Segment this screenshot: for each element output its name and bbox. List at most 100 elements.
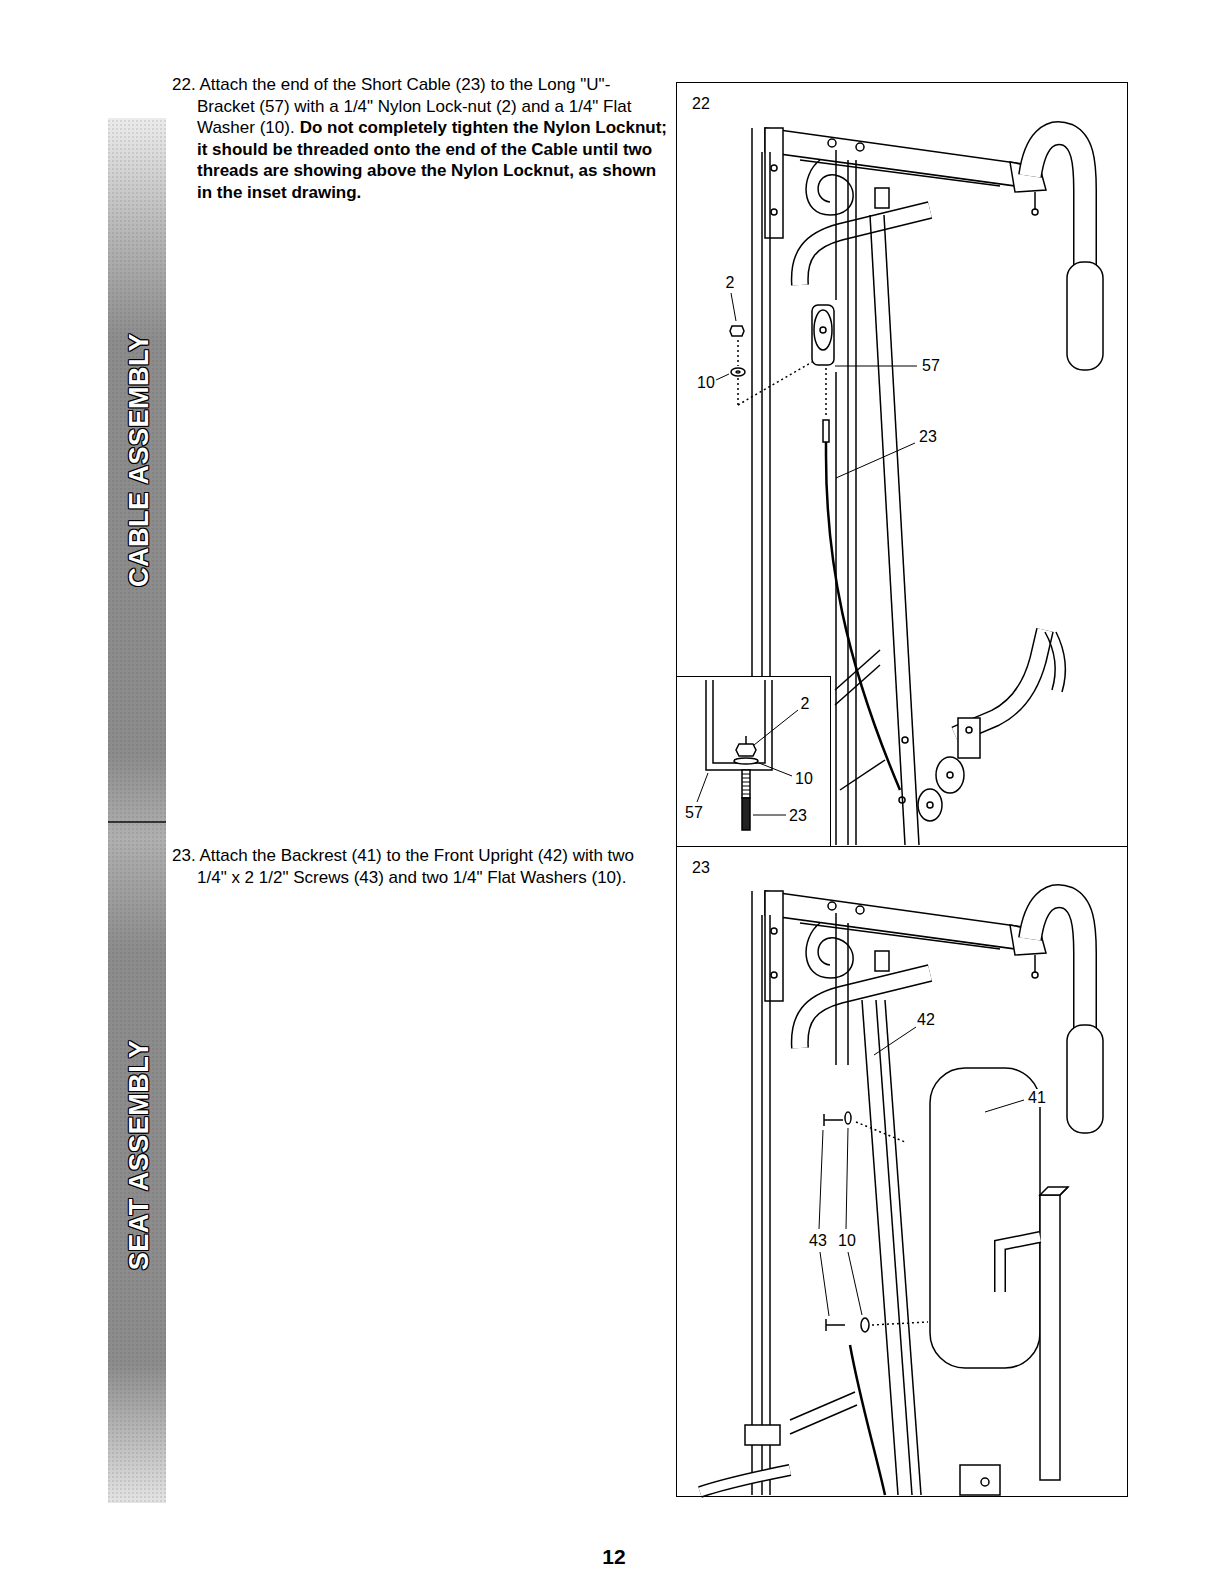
line-art bbox=[960, 1465, 1000, 1495]
line-art bbox=[716, 374, 729, 380]
callout-number: 23 bbox=[918, 428, 938, 446]
line-art bbox=[870, 215, 905, 845]
line-art bbox=[730, 326, 744, 336]
line-art bbox=[734, 758, 758, 764]
line-art bbox=[823, 420, 829, 442]
line-art bbox=[848, 1252, 862, 1315]
line-art bbox=[800, 160, 1000, 186]
line-art bbox=[845, 1112, 851, 1124]
line-art bbox=[738, 362, 812, 405]
section-tab: SEAT ASSEMBLY bbox=[124, 1040, 155, 1271]
callout-number: 57 bbox=[684, 804, 704, 822]
halftone bbox=[108, 118, 166, 1503]
line-art bbox=[806, 160, 853, 215]
line-art bbox=[899, 797, 905, 803]
line-art bbox=[1045, 632, 1055, 690]
line-art bbox=[1040, 1187, 1068, 1195]
line-art bbox=[824, 1119, 843, 1121]
line-art bbox=[884, 215, 919, 845]
line-art bbox=[1056, 632, 1065, 692]
line-art bbox=[876, 1000, 912, 1495]
line-art bbox=[1030, 133, 1085, 268]
line-art bbox=[828, 139, 836, 147]
section-tab: CABLE ASSEMBLY bbox=[124, 333, 155, 587]
line-art bbox=[835, 150, 837, 300]
line-art bbox=[820, 327, 826, 333]
line-art bbox=[769, 915, 771, 1495]
line-art bbox=[826, 442, 900, 790]
line-art bbox=[1040, 1195, 1060, 1480]
line-art bbox=[736, 744, 756, 756]
line-art bbox=[765, 128, 1030, 188]
line-art bbox=[731, 293, 736, 321]
line-art bbox=[985, 1100, 1024, 1112]
line-art bbox=[771, 165, 777, 171]
line-art bbox=[700, 1470, 790, 1492]
line-art bbox=[819, 1130, 823, 1229]
line-art bbox=[872, 1322, 928, 1325]
line-art bbox=[927, 802, 933, 808]
line-art bbox=[1030, 133, 1085, 268]
figure-panel: 23 bbox=[676, 846, 1128, 1497]
line-art bbox=[875, 188, 889, 208]
callout-number: 57 bbox=[921, 357, 941, 375]
line-art bbox=[856, 143, 864, 151]
inset-panel: 2 10 57 23 bbox=[676, 676, 831, 847]
line-art bbox=[769, 152, 771, 676]
line-art bbox=[812, 305, 834, 365]
callout-number: 42 bbox=[916, 1011, 936, 1029]
line-art bbox=[847, 923, 849, 1065]
line-art bbox=[850, 1345, 885, 1495]
line-art bbox=[751, 128, 753, 676]
line-art bbox=[861, 1318, 869, 1332]
callout-number: 2 bbox=[725, 274, 736, 292]
instruction-step: 22. Attach the end of the Short Cable (2… bbox=[172, 74, 667, 204]
line-art bbox=[930, 1068, 1040, 1368]
line-art bbox=[855, 160, 857, 845]
callout-number: 2 bbox=[800, 695, 811, 713]
line-art bbox=[753, 815, 786, 816]
line-art bbox=[1032, 209, 1038, 215]
line-art bbox=[790, 1392, 855, 1420]
line-art bbox=[1060, 1187, 1068, 1195]
line-art bbox=[840, 760, 885, 790]
line-art bbox=[737, 378, 739, 405]
line-art bbox=[742, 774, 750, 794]
callout-number: 10 bbox=[837, 1232, 857, 1250]
line-art bbox=[885, 1000, 921, 1495]
callout-number: 10 bbox=[696, 374, 716, 392]
line-art bbox=[706, 680, 772, 770]
line-art bbox=[902, 737, 908, 743]
line-art bbox=[836, 443, 915, 478]
line-art bbox=[846, 1128, 848, 1229]
line-art bbox=[835, 913, 837, 1065]
line-art bbox=[731, 368, 745, 376]
figure-panel: 222105723 bbox=[676, 82, 1128, 847]
line-art bbox=[761, 915, 763, 1495]
line-art bbox=[736, 371, 740, 373]
line-art bbox=[814, 310, 832, 350]
line-art bbox=[742, 770, 750, 798]
page-number: 12 bbox=[602, 1545, 625, 1569]
line-art bbox=[1000, 1237, 1040, 1292]
band-divider bbox=[108, 821, 166, 823]
line-art bbox=[835, 665, 880, 705]
instruction-step: 23. Attach the Backrest (41) to the Fron… bbox=[172, 845, 659, 888]
line-art bbox=[771, 209, 777, 215]
line-art bbox=[918, 789, 942, 821]
line-art bbox=[759, 763, 792, 776]
callout-number: 43 bbox=[808, 1232, 828, 1250]
callout-number: 10 bbox=[794, 770, 814, 788]
callout-number: 23 bbox=[788, 807, 808, 825]
line-art bbox=[966, 727, 972, 733]
panel-number: 22 bbox=[691, 95, 711, 113]
line-art bbox=[745, 736, 747, 744]
line-art bbox=[761, 152, 763, 676]
machine-frame bbox=[697, 128, 1103, 1495]
line-art bbox=[737, 340, 739, 366]
panel-number: 23 bbox=[691, 859, 711, 877]
line-art bbox=[947, 772, 953, 778]
